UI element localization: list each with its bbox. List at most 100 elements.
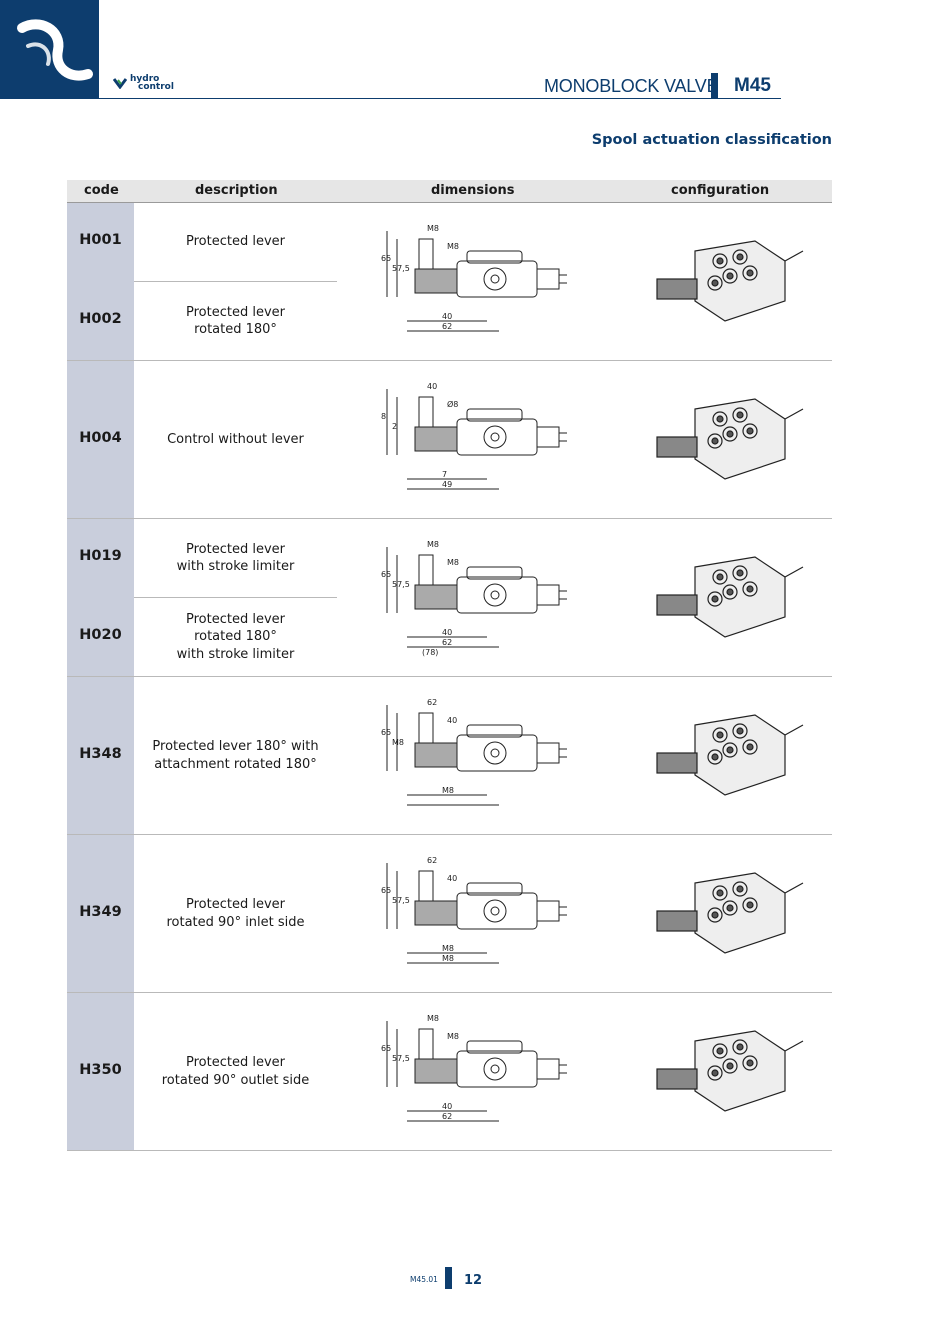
dimension-label: 40 [447,874,457,883]
spool-code: H348 [79,745,122,762]
valve-configuration-illustration [656,872,804,954]
sub-row-divider [134,281,337,282]
table-header: code description dimensions configuratio… [67,180,832,203]
code-column-band [67,203,134,360]
description-line: with stroke limiter [176,646,295,662]
dimension-label: 40 [427,382,437,391]
dimension-label: 40 [442,1102,452,1111]
dimension-label: M8 [427,540,439,549]
dimension-label: M8 [447,242,459,251]
dimension-label: 65 [381,886,391,895]
dimension-label: M8 [392,738,404,747]
dimension-label: 40 [442,312,452,321]
product-title: MONOBLOCK VALVE [544,76,719,96]
spool-description: Control without lever [134,431,337,449]
dimension-label: 65 [381,570,391,579]
description-line: Protected lever [186,897,285,912]
dimension-label: M8 [427,224,439,233]
dimension-label: 57,5 [392,264,410,273]
configuration-cell [635,537,815,657]
description-line: with stroke limiter [176,559,295,574]
valve-configuration-illustration [656,556,804,638]
dimension-label: 57,5 [392,580,410,589]
spool-code: H350 [79,1061,122,1078]
spool-description: Protected lever with stroke limiter [134,541,337,576]
spool-code: H004 [79,429,122,446]
description-line: Protected lever 180° with [152,739,319,754]
code-column-band [67,677,134,834]
configuration-cell [635,853,815,973]
dimension-label: 57,5 [392,1054,410,1063]
dimension-label: M8 [447,558,459,567]
description-line: Protected lever [186,541,285,557]
description-line: Protected lever [186,304,285,320]
section-title: Spool actuation classification [591,132,832,148]
col-header-description: description [195,183,278,198]
spool-code: H349 [79,903,122,920]
dimension-label: 40 [442,628,452,637]
dimension-label: 40 [447,716,457,725]
spool-description: Protected lever rotated 180° [134,304,337,339]
brand-name-line2: control [138,82,174,92]
dimension-label: 65 [381,254,391,263]
spool-description: Protected lever [134,233,337,251]
spool-code: H001 [79,232,122,248]
dimension-label: M8 [447,1032,459,1041]
wave-logo-icon [17,19,93,81]
code-column-band [67,361,134,518]
spool-code: H019 [79,548,122,564]
code-column-band [67,835,134,992]
description-line: rotated 180° [194,322,277,337]
footer-doc-code: M45.01 [410,1275,438,1284]
dimension-label: M8 [427,1014,439,1023]
page-number: 12 [464,1273,483,1288]
dimension-label: Ø8 [447,399,458,409]
dimension-label: 62 [427,698,437,707]
valve-configuration-illustration [656,714,804,796]
dimension-label: 62 [442,638,452,647]
brand-mark-icon [113,78,127,89]
dimension-label: 57,5 [392,896,410,905]
valve-configuration-illustration [656,398,804,480]
dimension-label: M8 [442,954,454,963]
header-divider-bar [711,73,718,98]
brand-logo: hydro control [113,74,174,92]
configuration-cell [635,695,815,815]
description-line: rotated 180° [194,629,277,645]
footer-divider-bar [445,1267,452,1289]
valve-configuration-illustration [656,1030,804,1112]
code-column-band [67,993,134,1150]
dimension-label: (78) [422,648,438,657]
dimension-label: M8 [442,786,454,795]
dimension-label: 62 [442,1112,452,1121]
table-row: H350 Protected lever rotated 90° outlet si… [67,993,832,1151]
description-line: Protected lever [186,1055,285,1070]
dimension-label: 65 [381,728,391,737]
col-header-configuration: configuration [671,183,770,198]
brand-name-line1: hydro [130,74,160,84]
dimension-label: M8 [442,944,454,953]
dimension-label: 49 [442,480,452,489]
sub-row-divider [134,597,337,598]
dimension-label: 8 [381,412,386,421]
description-line: rotated 90° outlet side [161,1072,310,1088]
col-header-dimensions: dimensions [431,183,515,198]
